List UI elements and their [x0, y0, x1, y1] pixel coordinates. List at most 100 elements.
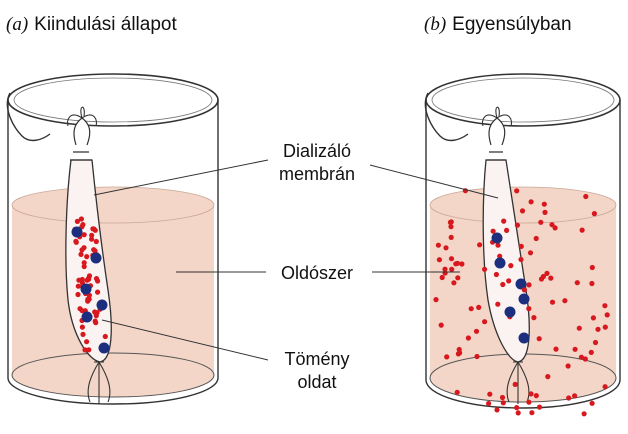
small-solute-particle — [508, 263, 514, 269]
beaker-spout-b — [424, 92, 469, 142]
small-solute-particle — [501, 218, 507, 224]
small-solute-particle — [93, 238, 99, 245]
small-solute-particle — [81, 232, 87, 238]
panel-a-title: (a)Kiindulási állapot — [6, 14, 177, 36]
small-solute-particle — [442, 266, 448, 272]
panel-a-title-text: Kiindulási állapot — [34, 14, 177, 35]
beaker-a — [6, 73, 219, 405]
small-solute-particle — [81, 263, 87, 270]
small-solute-particle — [565, 363, 571, 369]
small-solute-particle — [79, 324, 85, 330]
solvent-b-particles — [433, 188, 610, 417]
bag-tie-bottom-a — [87, 361, 111, 404]
small-solute-particle — [92, 227, 98, 233]
small-solute-particle — [572, 393, 578, 399]
small-solute-particle — [533, 235, 539, 242]
bag-tie-bottom-b — [506, 361, 530, 404]
small-solute-particle — [515, 410, 521, 416]
small-solute-particle — [493, 271, 499, 278]
large-solute-particle — [518, 293, 530, 305]
small-solute-particle — [453, 261, 459, 267]
small-solute-particle — [604, 312, 610, 318]
small-solute-particle — [439, 274, 445, 281]
solvent-label: Oldószer — [262, 262, 372, 285]
small-solute-particle — [588, 349, 594, 355]
small-solute-particle — [500, 281, 506, 288]
solvent-surface-a — [11, 186, 215, 224]
small-solute-particle — [504, 227, 510, 233]
small-solute-particle — [86, 347, 92, 353]
small-solute-particle — [435, 242, 441, 248]
small-solute-particle — [576, 325, 582, 331]
large-solute-particle — [71, 226, 83, 238]
small-solute-particle — [497, 253, 503, 259]
small-solute-particle — [595, 326, 601, 332]
beaker-rim-inner-b — [431, 77, 615, 123]
small-solute-particle — [487, 391, 493, 397]
small-solute-particle — [448, 224, 454, 230]
small-solute-particle — [592, 339, 599, 346]
bag-knot-top-a — [66, 106, 98, 127]
small-solute-particle — [495, 301, 501, 307]
small-solute-particle — [89, 232, 95, 238]
small-solute-particle — [92, 318, 98, 324]
membrane-label: Dializáló membrán — [262, 140, 372, 186]
small-solute-particle — [536, 336, 542, 342]
small-solute-particle — [549, 222, 555, 228]
small-solute-particle — [443, 245, 449, 251]
concentrated-label-line1: Tömény — [284, 349, 350, 369]
small-solute-particle — [89, 236, 95, 242]
large-solute-particle — [494, 257, 506, 269]
small-solute-particle — [495, 242, 501, 248]
small-solute-particle — [79, 247, 85, 253]
small-solute-particle — [589, 280, 595, 287]
small-solute-particle — [476, 304, 482, 310]
small-solute-particle — [95, 278, 101, 284]
small-solute-particle — [102, 333, 108, 340]
concentrated-label-line2: oldat — [297, 372, 337, 392]
small-solute-particle — [459, 261, 465, 267]
callout-lines — [93, 159, 499, 361]
small-solute-particle — [552, 225, 558, 231]
small-solute-particle — [583, 193, 589, 200]
small-solute-particle — [78, 251, 84, 257]
small-solute-particle — [506, 278, 512, 284]
panel-b-letter: (b) — [424, 14, 447, 35]
beaker-rim-inner-a — [13, 77, 213, 123]
beaker-b — [424, 73, 621, 417]
beaker-rim-a — [7, 73, 219, 127]
small-solute-particle — [499, 394, 506, 401]
small-solute-particle — [531, 315, 537, 321]
small-solute-particle — [591, 211, 598, 217]
small-solute-particle — [562, 298, 568, 304]
panel-b-title: (b)Egyensúlyban — [424, 14, 572, 36]
small-solute-particle — [589, 400, 595, 406]
small-solute-particle — [494, 407, 500, 413]
small-solute-particle — [526, 306, 532, 312]
callout-line-membrane-a — [93, 159, 269, 196]
large-solute-particle — [96, 299, 108, 311]
small-solute-particle — [84, 254, 90, 260]
small-solute-particle — [84, 339, 90, 345]
beaker-base-b — [425, 379, 621, 409]
small-solute-particle — [574, 280, 580, 286]
solvent-surface-b — [429, 186, 617, 224]
small-solute-particle — [95, 289, 101, 295]
small-solute-particle — [518, 243, 524, 249]
small-solute-particle — [86, 296, 92, 302]
concentrated-solution-label: Tömény oldat — [262, 348, 372, 394]
small-solute-particle — [519, 208, 526, 214]
small-solute-particle — [468, 306, 474, 312]
small-solute-particle — [91, 247, 97, 253]
small-solute-particle — [436, 257, 442, 263]
small-solute-particle — [514, 222, 521, 228]
callout-line-membrane-b — [369, 164, 499, 199]
small-solute-particle — [474, 353, 480, 360]
membrane-label-line2: membrán — [278, 164, 356, 184]
bag-a-particles — [71, 216, 110, 354]
small-solute-particle — [82, 347, 88, 353]
beaker-base-a — [7, 377, 219, 405]
large-solute-particle — [81, 311, 93, 323]
small-solute-particle — [473, 328, 480, 334]
